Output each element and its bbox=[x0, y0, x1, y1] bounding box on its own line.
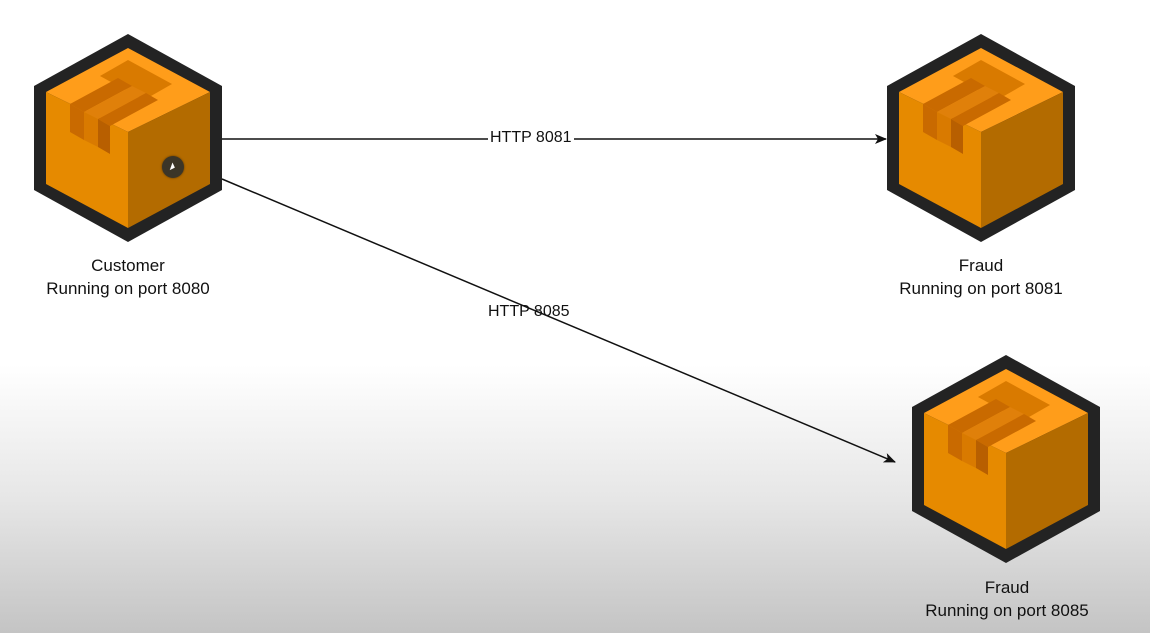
node-detail: Running on port 8081 bbox=[899, 279, 1063, 298]
node-name: Fraud bbox=[958, 256, 1004, 275]
edge-customer-to-fraud-8085[interactable] bbox=[221, 178, 896, 463]
node-label-fraud-8081: Fraud Running on port 8081 bbox=[851, 254, 1111, 300]
node-name: Customer bbox=[91, 256, 165, 275]
edge-label-http-8085: HTTP 8085 bbox=[488, 303, 570, 320]
mouse-cursor-icon bbox=[162, 156, 184, 178]
package-box-icon[interactable] bbox=[887, 34, 1075, 242]
package-box-icon[interactable] bbox=[34, 34, 222, 242]
node-detail: Running on port 8085 bbox=[925, 601, 1089, 620]
node-name: Fraud bbox=[984, 578, 1030, 597]
package-box-icon[interactable] bbox=[912, 355, 1100, 563]
node-label-fraud-8085: Fraud Running on port 8085 bbox=[877, 576, 1137, 622]
edge-label-http-8081: HTTP 8081 bbox=[488, 128, 574, 148]
node-detail: Running on port 8080 bbox=[46, 279, 210, 298]
node-label-customer: Customer Running on port 8080 bbox=[0, 254, 258, 300]
